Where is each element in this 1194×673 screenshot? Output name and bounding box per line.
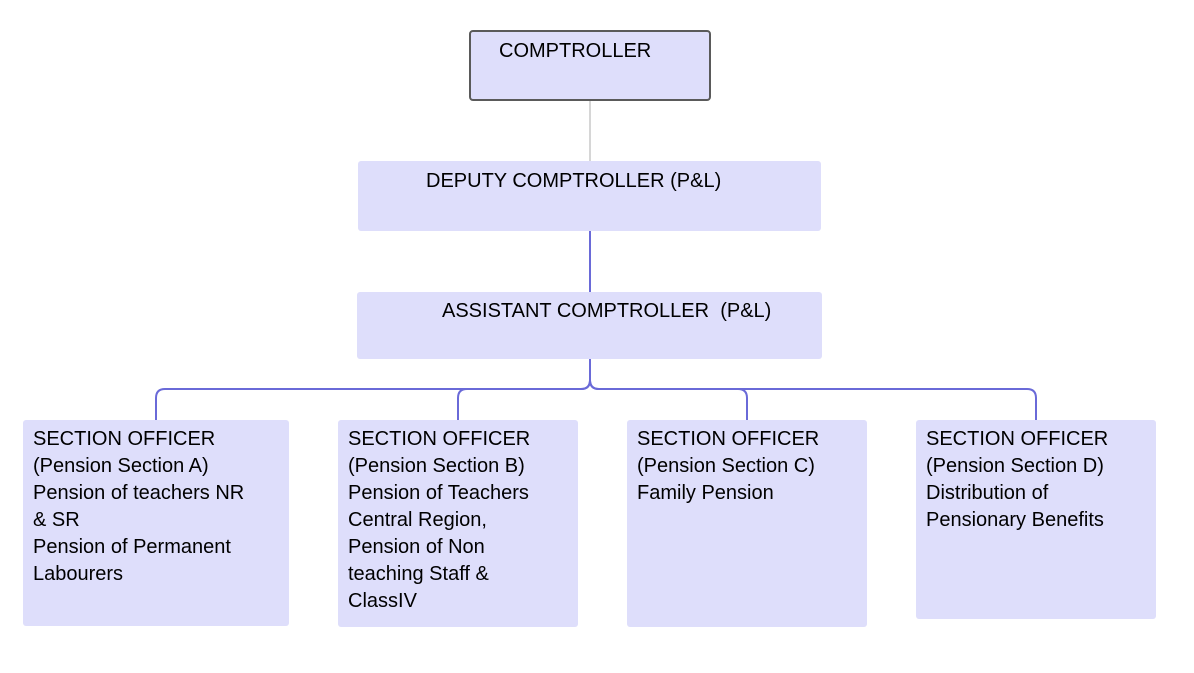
section-officer-d-box: SECTION OFFICER (Pension Section D) Dist… xyxy=(916,420,1156,619)
section-officer-c-text: SECTION OFFICER (Pension Section C) Fami… xyxy=(637,428,820,504)
section-officer-c-box: SECTION OFFICER (Pension Section C) Fami… xyxy=(627,420,867,627)
deputy-comptroller-title: DEPUTY COMPTROLLER (P&L) xyxy=(426,170,722,192)
assistant-to-section-b-connector xyxy=(457,359,591,420)
comptroller-box: COMPTROLLER xyxy=(469,30,711,101)
assistant-comptroller-box: ASSISTANT COMPTROLLER (P&L) xyxy=(357,292,822,359)
section-officer-b-text: SECTION OFFICER (Pension Section B) Pens… xyxy=(348,428,531,612)
assistant-to-section-d-connector xyxy=(589,359,1037,420)
section-officer-d-text: SECTION OFFICER (Pension Section D) Dist… xyxy=(926,428,1109,531)
section-officer-a-box: SECTION OFFICER (Pension Section A) Pens… xyxy=(23,420,289,626)
section-officer-a-text: SECTION OFFICER (Pension Section A) Pens… xyxy=(33,428,245,585)
section-officer-b-box: SECTION OFFICER (Pension Section B) Pens… xyxy=(338,420,578,627)
deputy-comptroller-box: DEPUTY COMPTROLLER (P&L) xyxy=(358,161,821,231)
comptroller-title: COMPTROLLER xyxy=(499,40,652,62)
assistant-comptroller-title: ASSISTANT COMPTROLLER (P&L) xyxy=(442,300,772,322)
